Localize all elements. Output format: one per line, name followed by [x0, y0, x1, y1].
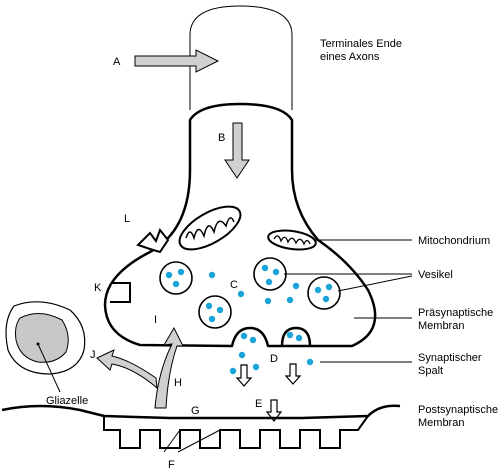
transmitter-dots-inside: [208, 271, 303, 344]
glial-cell: [5, 301, 86, 375]
label-a: A: [113, 56, 121, 68]
vesicle-3: [198, 295, 232, 329]
mitochondrion-1: [178, 205, 242, 251]
arrow-e: [265, 399, 283, 422]
label-e: E: [255, 398, 262, 410]
postsynaptic-membrane-lower: [103, 415, 369, 431]
arrow-reuptake: [96, 326, 184, 409]
annotation-postsyn-2: Membran: [418, 417, 464, 429]
vesicle-4: [307, 276, 341, 310]
annotation-vesikel: Vesikel: [418, 269, 453, 281]
label-b: B: [218, 132, 225, 144]
label-f: F: [168, 459, 175, 471]
fusion-pore-right: [280, 326, 312, 347]
label-i: I: [154, 314, 157, 326]
annotation-spalt-2: Spalt: [418, 365, 443, 377]
annotation-spalt-1: Synaptischer: [418, 352, 482, 364]
label-k: K: [94, 282, 102, 294]
annotation-mitochondrium: Mitochondrium: [418, 235, 490, 247]
label-d: D: [270, 353, 278, 365]
membrane-notch-l: [136, 227, 170, 254]
annotation-praesyn-1: Präsynaptische: [418, 307, 493, 319]
annotation-gliazelle: Gliazelle: [46, 395, 88, 407]
postsynaptic-membrane: [1, 404, 401, 420]
arrow-a: [134, 49, 220, 73]
vesicle-1: [159, 261, 193, 295]
annotation-postsyn-1: Postsynaptische: [418, 404, 498, 416]
leader-lines: [37, 239, 413, 453]
membrane-indentation-k: [110, 282, 131, 303]
vesicle-2: [253, 257, 287, 291]
axon-terminal-top: [189, 5, 293, 110]
annotation-axon-end-2: eines Axons: [320, 51, 380, 63]
label-h: H: [174, 377, 182, 389]
label-l: L: [124, 213, 130, 225]
arrow-cleft-1: [235, 364, 253, 387]
arrow-cleft-2: [284, 363, 302, 385]
arrow-b: [224, 122, 250, 179]
transmitter-dots-cleft: [229, 351, 314, 375]
label-c: C: [230, 279, 238, 291]
postsynaptic-receptors: [112, 429, 350, 449]
label-g: G: [191, 405, 200, 417]
annotation-axon-end-1: Terminales Ende: [320, 38, 402, 50]
mitochondrion-2: [267, 229, 317, 251]
annotation-praesyn-2: Membran: [418, 320, 464, 332]
label-j: J: [90, 349, 96, 361]
